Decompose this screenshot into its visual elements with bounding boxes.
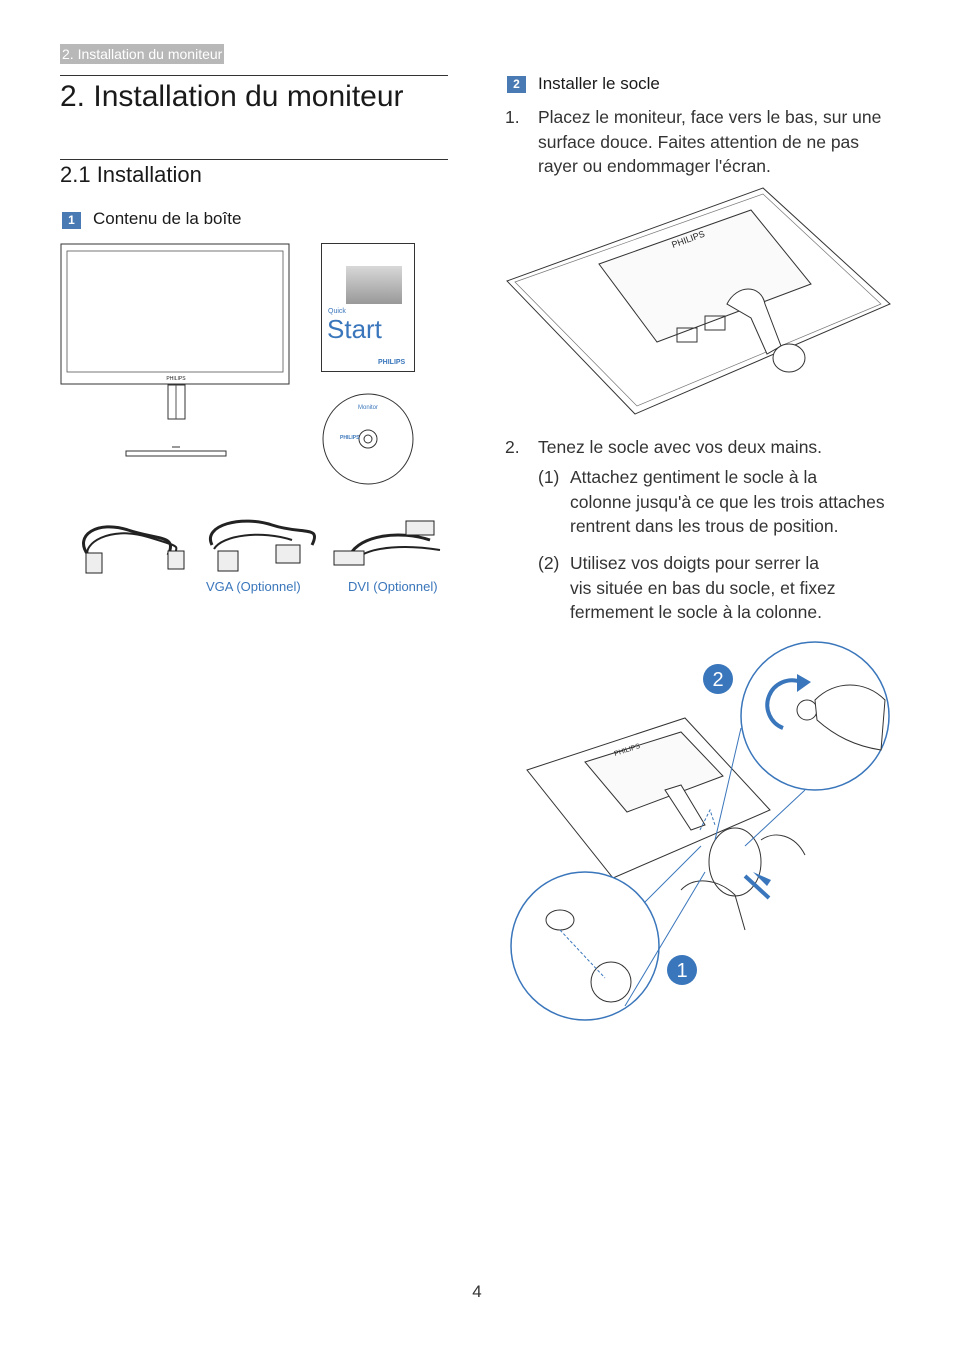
section-title: 2.1 Installation [60,162,202,187]
callout-1: 1 [676,960,687,982]
guide-start-label: Start [327,314,382,344]
subitem-2-number: (2) [538,553,560,573]
dvi-caption: DVI (Optionnel) [348,579,438,594]
section-rule [60,159,448,160]
chapter-rule [60,75,448,76]
item-1-line-2: surface douce. Faites attention de ne pa… [538,131,860,152]
guide-monitor-photo [346,266,402,304]
section-tag: 2. Installation du moniteur [60,44,225,64]
subitem-1-number: (1) [538,467,560,487]
item-1-line-1: Placez le moniteur, face vers le bas, su… [538,107,882,127]
monitor-front-illustration: PHILIPS [60,243,290,457]
cd-brand: PHILIPS [340,435,360,441]
chapter-title: 2. Installation du moniteur [60,80,404,113]
subitem-2-line-3: fermement le socle à la colonne. [570,602,822,622]
quick-start-guide: Quick Start PHILIPS [321,243,415,372]
subitem-1-line-3: rentrent dans les trous de position. [570,516,839,536]
callout-2: 2 [712,669,723,691]
guide-quick-label: Quick [328,308,346,315]
cd-title: Monitor [358,405,378,411]
cd-disc-illustration: Monitor PHILIPS [322,393,414,485]
power-cable-illustration [82,525,185,574]
page-number: 4 [472,1282,482,1301]
step-title-1: Contenu de la boîte [93,209,242,228]
subitem-2-line-1: Utilisez vos doigts pour serrer la [570,553,819,573]
stand-attachment-illustration: PHILIPS 1 2 [510,641,890,1021]
step-badge-1: 1 [62,212,81,229]
item-2-number: 2. [505,437,520,457]
subitem-2-line-2: vis située en bas du socle, et fixez [570,577,836,598]
monitor-brand-front: PHILIPS [166,376,186,382]
item-1-line-3: rayer ou endommager l'écran. [538,156,771,176]
item-2-text: Tenez le socle avec vos deux mains. [538,437,823,457]
subitem-1-line-2: colonne jusqu'à ce que les trois attache… [570,491,885,512]
vga-caption: VGA (Optionnel) [206,579,301,594]
step-title-2: Installer le socle [538,74,660,93]
item-1-number: 1. [505,107,520,127]
step-badge-2: 2 [507,76,526,93]
guide-brand: PHILIPS [378,359,406,366]
item-1-text: Placez le moniteur, face vers le bas, su… [538,105,881,179]
subitem-2-text: Utilisez vos doigts pour serrer la vis s… [570,551,836,625]
monitor-back-illustration: PHILIPS [506,187,891,415]
subitem-1-text: Attachez gentiment le socle à la colonne… [570,465,885,539]
subitem-1-line-1: Attachez gentiment le socle à la [570,467,818,487]
dvi-cable-illustration [333,520,441,566]
vga-cable-illustration [208,519,316,572]
